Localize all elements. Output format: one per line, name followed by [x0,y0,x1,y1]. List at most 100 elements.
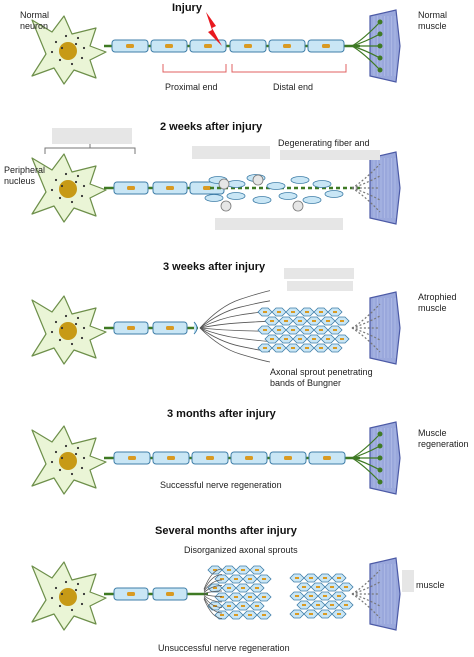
schwann-nucleus [295,577,299,579]
nissl-dot [76,446,80,450]
schwann-nucleus [340,338,344,340]
schwann-nucleus [323,456,331,460]
panel1-title: Injury [172,2,202,14]
schwann-nucleus [277,311,281,313]
tangled-sprout [203,579,223,592]
bands-of-bungner-label: Axonal sprout penetrating bands of Bungn… [270,367,373,388]
nerve-terminal [351,581,381,595]
degenerating-fragment [312,180,332,188]
terminal-bouton [377,67,383,73]
schwann-nucleus [319,347,323,349]
nerve-terminal [351,327,381,341]
neuron-nucleus [59,322,77,340]
injury-lightning-icon [206,12,222,46]
schwann-nucleus [319,311,323,313]
schwann-nucleus [245,456,253,460]
schwann-nucleus [241,605,245,607]
hidden-label-box [287,281,353,291]
nerve-terminal [351,593,381,619]
schwann-nucleus [344,604,348,606]
nissl-dot [64,444,68,448]
nissl-dot [54,40,58,44]
axonal-sprout [199,300,271,329]
terminal-bouton [377,479,383,485]
nissl-dot [80,602,84,606]
degenerating-fragment [290,176,310,184]
nissl-dot [82,46,86,50]
degenerating-fragment [252,196,272,204]
terminal-bouton [377,31,383,37]
nerve-terminal [351,187,381,213]
schwann-nucleus [126,44,134,48]
nissl-dot [64,314,68,318]
schwann-nucleus [309,613,313,615]
schwann-nucleus [333,329,337,331]
nerve-terminal [351,187,381,201]
nucleus-bracket [44,144,136,154]
degenerating-fragment [226,180,246,188]
normal-muscle-label: Normal muscle [418,10,448,31]
nissl-dot [54,178,58,182]
nerve-terminal [351,45,381,71]
schwann-nucleus [220,578,224,580]
nissl-dot [74,180,78,184]
schwann-nucleus [128,456,136,460]
schwann-nucleus [234,614,238,616]
degenerating-fragment [204,194,224,202]
hidden-label-box [284,268,354,279]
schwann-nucleus [316,604,320,606]
schwann-nucleus [309,595,313,597]
schwann-nucleus [291,347,295,349]
muscle-regeneration-label: Muscle regeneration [418,428,469,449]
schwann-nucleus [305,347,309,349]
schwann-nucleus [323,613,327,615]
schwann-nucleus [312,320,316,322]
nissl-dot [58,338,62,342]
schwann-nucleus [263,329,267,331]
schwann-nucleus [344,586,348,588]
neuron-nucleus [59,452,77,470]
nissl-dot [50,50,54,54]
schwann-nucleus [330,586,334,588]
degenerating-fragment [226,192,246,200]
schwann-nucleus [326,320,330,322]
nissl-dot [64,580,68,584]
schwann-nucleus [213,569,217,571]
macrophage [252,174,264,186]
schwann-nucleus [305,329,309,331]
schwann-nucleus [284,456,292,460]
schwann-nucleus [244,44,252,48]
schwann-nucleus [284,320,288,322]
schwann-nucleus [262,578,266,580]
schwann-nucleus [302,586,306,588]
proximal-distal-bracket [162,64,347,73]
degenerating-fiber-label: Degenerating fiber and [278,138,370,148]
nissl-dot [74,322,78,326]
hidden-label-box [192,146,270,159]
schwann-nucleus [323,577,327,579]
nissl-dot [70,472,74,476]
nissl-dot [76,582,80,586]
degenerating-fragment [324,190,344,198]
schwann-nucleus [248,578,252,580]
nissl-dot [58,604,62,608]
nissl-dot [54,450,58,454]
nissl-dot [60,326,64,330]
proximal-end-label: Proximal end [165,82,218,92]
muscle [369,151,401,225]
schwann-nucleus [167,456,175,460]
schwann-nucleus [241,569,245,571]
peripheral-nucleus-label: Peripheral nucleus [4,165,46,186]
panel2-title: 2 weeks after injury [160,121,263,133]
tangled-sprout [203,595,223,603]
nissl-dot [60,592,64,596]
schwann-nucleus [340,320,344,322]
neuron-nucleus [59,180,77,198]
nissl-dot [60,46,64,50]
terminal-bouton [377,455,383,461]
nissl-dot [82,184,86,188]
schwann-nucleus [127,592,135,596]
normal-neuron-label: Normal neuron [20,10,50,31]
schwann-nucleus [127,326,135,330]
